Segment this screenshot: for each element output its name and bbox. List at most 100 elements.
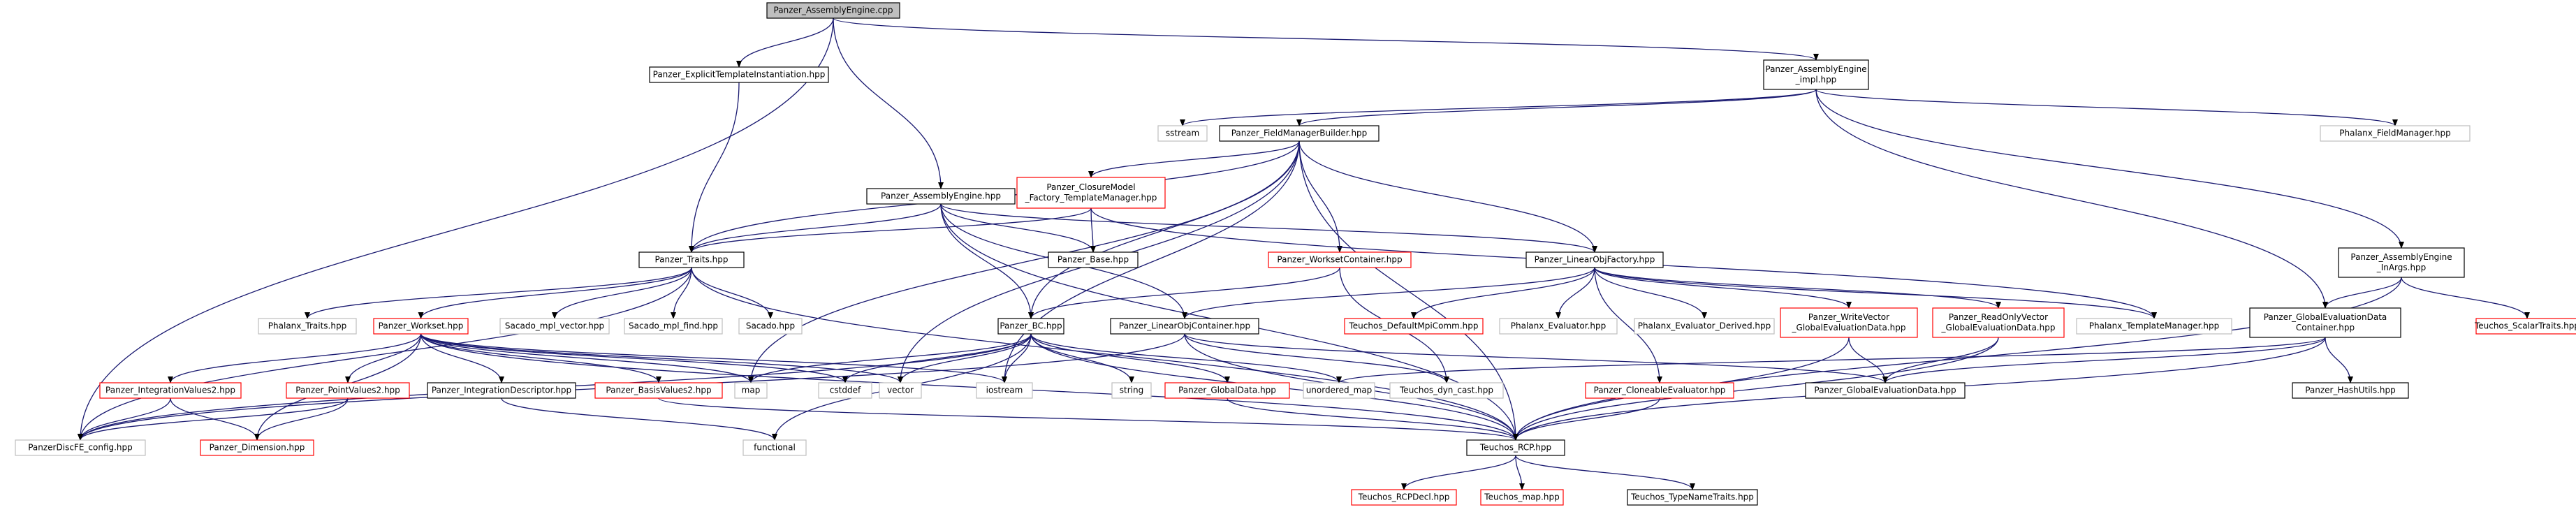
node-sstream: sstream: [1157, 125, 1208, 142]
edge-LOF-to-PhxEval: [1556, 267, 1595, 319]
edge-AEInArgs-to-TST: [2401, 277, 2530, 319]
edge-LOF-to-PhxEvalD: [1594, 267, 1707, 319]
edge-PV2-to-DFEC: [78, 397, 349, 441]
node-label: Teuchos_RCPDecl.hpp: [1358, 492, 1450, 502]
node-box: [734, 382, 768, 399]
node-dim[interactable]: Panzer_Dimension.hpp: [200, 439, 314, 456]
node-box: [1351, 489, 1457, 506]
node-box: [1110, 318, 1259, 335]
node-fmb[interactable]: Panzer_FieldManagerBuilder.hpp: [1219, 125, 1380, 142]
node-label: Panzer_Workset.hpp: [379, 321, 464, 331]
edge-AE_hpp-to-Traits: [689, 203, 942, 253]
edge-IV2-to-DFEC: [78, 397, 171, 441]
node-label: Panzer_HashUtils.hpp: [2305, 386, 2396, 395]
node-label: Phalanx_TemplateManager.hpp: [2089, 321, 2220, 331]
node-aeinargs[interactable]: Panzer_AssemblyEngine_InArgs.hpp: [2338, 247, 2465, 278]
node-base[interactable]: Panzer_Base.hpp: [1048, 251, 1139, 268]
node-label: Panzer_AssemblyEngine.cpp: [774, 6, 893, 15]
node-pv2[interactable]: Panzer_PointValues2.hpp: [286, 382, 410, 399]
node-label: vector: [887, 386, 914, 395]
node-tst[interactable]: Teuchos_ScalarTraits.hpp: [2474, 318, 2576, 335]
edge-PV2-to-Dim: [254, 397, 349, 441]
node-label: _InArgs.hpp: [2376, 263, 2427, 272]
node-box: [1048, 251, 1139, 268]
edge-BC-to-cstddef: [842, 333, 1032, 383]
node-label: _impl.hpp: [1795, 75, 1837, 85]
edge-Workset-to-IV2: [168, 333, 422, 383]
node-rcp[interactable]: Teuchos_RCP.hpp: [1466, 439, 1565, 456]
edge-ROV-to-GED: [1882, 337, 1999, 383]
edge-FMB-to-CMFTM: [1088, 140, 1300, 178]
node-label: Panzer_CloneableEvaluator.hpp: [1594, 386, 1726, 395]
node-tmap[interactable]: Teuchos_map.hpp: [1480, 489, 1564, 506]
edge-AE_impl-to-sstream: [1180, 89, 1817, 126]
node-label: Panzer_LinearObjContainer.hpp: [1119, 321, 1250, 331]
node-label: Panzer_GlobalEvaluationData: [2264, 312, 2387, 322]
node-ae_cpp[interactable]: Panzer_AssemblyEngine.cpp: [766, 2, 900, 19]
node-bv2[interactable]: Panzer_BasisValues2.hpp: [594, 382, 723, 399]
node-box: [2249, 307, 2401, 338]
node-lof[interactable]: Panzer_LinearObjFactory.hpp: [1525, 251, 1664, 268]
node-box: [373, 318, 469, 335]
node-iv2[interactable]: Panzer_IntegrationValues2.hpp: [99, 382, 242, 399]
node-bc[interactable]: Panzer_BC.hpp: [997, 318, 1064, 335]
node-eti[interactable]: Panzer_ExplicitTemplateInstantiation.hpp: [649, 66, 829, 83]
edge-Traits-to-PhxTraits: [305, 267, 692, 319]
edge-Traits-to-DFEC: [78, 267, 692, 441]
edge-LOF-to-TDMC: [1411, 267, 1595, 319]
node-label: Panzer_BC.hpp: [1000, 321, 1062, 331]
node-workset[interactable]: Panzer_Workset.hpp: [373, 318, 469, 335]
node-loc[interactable]: Panzer_LinearObjContainer.hpp: [1110, 318, 1259, 335]
node-box: [1111, 382, 1152, 399]
node-id[interactable]: Panzer_IntegrationDescriptor.hpp: [427, 382, 576, 399]
edge-WSC-to-BC: [1028, 267, 1340, 319]
node-wsc[interactable]: Panzer_WorksetContainer.hpp: [1268, 251, 1412, 268]
node-wv[interactable]: Panzer_WriteVector_GlobalEvaluationData.…: [1780, 307, 1918, 338]
edge-FMB-to-LOF: [1298, 140, 1597, 253]
node-box: [1634, 318, 1775, 335]
node-ae_hpp[interactable]: Panzer_AssemblyEngine.hpp: [866, 188, 1016, 205]
node-box: [766, 2, 900, 19]
edge-AE_hpp-to-BC: [940, 203, 1034, 319]
node-box: [1344, 318, 1484, 335]
node-box: [879, 382, 922, 399]
edge-Traits-to-Sacado: [691, 267, 773, 319]
node-box: [1480, 489, 1564, 506]
node-phxtraits: Phalanx_Traits.hpp: [258, 318, 357, 335]
node-box: [1627, 489, 1758, 506]
edge-Workset-to-vector: [420, 333, 903, 383]
node-box: [427, 382, 576, 399]
node-gd[interactable]: Panzer_GlobalData.hpp: [1164, 382, 1290, 399]
node-label: map: [742, 386, 761, 395]
node-dfec: PanzerDiscFE_config.hpp: [15, 439, 146, 456]
node-ged[interactable]: Panzer_GlobalEvaluationData.hpp: [1805, 382, 1966, 399]
node-ae_impl[interactable]: Panzer_AssemblyEngine_impl.hpp: [1763, 59, 1869, 90]
node-hu[interactable]: Panzer_HashUtils.hpp: [2292, 382, 2409, 399]
edge-FMB-to-iostream: [1002, 140, 1300, 383]
node-box: [15, 439, 146, 456]
node-string: string: [1111, 382, 1152, 399]
node-ce[interactable]: Panzer_CloneableEvaluator.hpp: [1585, 382, 1734, 399]
node-traits[interactable]: Panzer_Traits.hpp: [638, 251, 745, 268]
node-rov[interactable]: Panzer_ReadOnlyVector_GlobalEvaluationDa…: [1932, 307, 2065, 338]
edge-AE_cpp-to-AE_impl: [833, 17, 1819, 61]
edge-GEDC-to-unmap: [1336, 337, 2326, 383]
node-label: Panzer_Traits.hpp: [654, 255, 728, 265]
edge-Workset-to-BV2: [420, 333, 661, 383]
node-box: [2292, 382, 2409, 399]
node-box: [866, 188, 1016, 205]
node-sacfind: Sacado_mpl_find.hpp: [624, 318, 723, 335]
node-tnt[interactable]: Teuchos_TypeNameTraits.hpp: [1627, 489, 1758, 506]
edge-AE_cpp-to-ETI: [736, 17, 834, 68]
edge-FMB-to-BC: [1028, 140, 1300, 319]
node-tdmc[interactable]: Teuchos_DefaultMpiComm.hpp: [1344, 318, 1484, 335]
node-map: map: [734, 382, 768, 399]
edge-AE_hpp-to-Base: [940, 203, 1096, 253]
node-cmftm[interactable]: Panzer_ClosureModel_Factory_TemplateMana…: [1016, 177, 1166, 209]
edge-LOC-to-TDC: [1184, 333, 1449, 383]
node-label: Panzer_GlobalEvaluationData.hpp: [1814, 386, 1956, 395]
node-label: Teuchos_ScalarTraits.hpp: [2474, 321, 2576, 331]
node-label: Panzer_AssemblyEngine: [1765, 64, 1866, 74]
node-rcpdecl[interactable]: Teuchos_RCPDecl.hpp: [1351, 489, 1457, 506]
